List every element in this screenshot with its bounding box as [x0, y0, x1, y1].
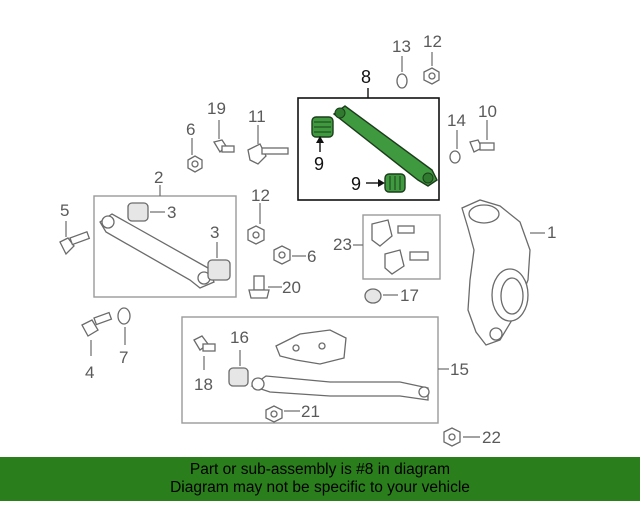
bushing-17	[364, 288, 382, 304]
bracket-23-lower	[384, 249, 429, 275]
callout-6-lower[interactable]: 6	[307, 247, 316, 266]
nut-12-upper	[423, 67, 440, 85]
callout-14[interactable]: 14	[447, 111, 466, 130]
group-box-2	[93, 195, 237, 298]
group-box-8	[297, 97, 440, 201]
callout-3-a[interactable]: 3	[167, 203, 176, 222]
callout-10[interactable]: 10	[478, 102, 497, 121]
knuckle-1	[461, 199, 531, 346]
callout-4[interactable]: 4	[85, 363, 94, 382]
bolt-11	[247, 143, 289, 165]
callout-19[interactable]: 19	[207, 99, 226, 118]
bushing-9-upper[interactable]	[311, 116, 334, 138]
callout-12-upper[interactable]: 12	[423, 32, 442, 51]
callout-15[interactable]: 15	[450, 360, 469, 379]
callout-20[interactable]: 20	[282, 278, 301, 297]
nut-12-lower	[247, 225, 265, 245]
nut-21	[265, 405, 283, 423]
bracket-23-upper	[371, 219, 415, 247]
callout-12-lower[interactable]: 12	[251, 186, 270, 205]
washer-14	[449, 150, 461, 164]
callout-9-lower[interactable]: 9	[351, 174, 361, 194]
callout-11[interactable]: 11	[248, 107, 266, 126]
callout-23[interactable]: 23	[333, 235, 352, 254]
nut-6-lower	[273, 245, 291, 265]
washer-13	[396, 73, 408, 89]
callout-21[interactable]: 21	[301, 402, 320, 421]
bolt-18	[193, 335, 216, 352]
bushing-9-lower[interactable]	[384, 173, 406, 193]
callout-3-b[interactable]: 3	[210, 223, 219, 242]
lateral-link-arm-8[interactable]	[332, 105, 438, 187]
callout-5[interactable]: 5	[60, 201, 69, 220]
nut-22	[443, 427, 461, 447]
bolt-19	[212, 139, 235, 154]
banner-line-2: Diagram may not be specific to your vehi…	[170, 479, 470, 496]
callout-9-upper[interactable]: 9	[314, 154, 324, 174]
washer-7	[117, 307, 131, 325]
callout-18[interactable]: 18	[194, 375, 213, 394]
callout-1[interactable]: 1	[547, 223, 556, 242]
info-banner: Part or sub-assembly is #8 in diagram Di…	[0, 457, 640, 501]
callout-2[interactable]: 2	[154, 168, 163, 187]
banner-line-1: Part or sub-assembly is #8 in diagram	[189, 461, 451, 478]
callout-7[interactable]: 7	[119, 348, 128, 367]
callout-17[interactable]: 17	[400, 286, 419, 305]
group-box-15	[181, 316, 439, 424]
bracket-plate-15	[275, 329, 347, 365]
group-box-23	[362, 214, 441, 280]
callout-6-upper[interactable]: 6	[186, 120, 195, 139]
bolt-4	[81, 311, 113, 337]
bushing-16	[228, 367, 249, 387]
trailing-arm-15	[250, 375, 430, 401]
callout-13[interactable]: 13	[392, 37, 411, 56]
bushing-3-b	[207, 259, 231, 281]
callout-8[interactable]: 8	[361, 67, 371, 87]
bolt-5	[59, 231, 91, 256]
nut-6-upper	[187, 155, 203, 173]
bolt-20	[248, 275, 270, 299]
bolt-10	[469, 139, 495, 153]
bushing-3-a	[127, 202, 149, 222]
control-arm-2	[99, 213, 215, 289]
callout-22[interactable]: 22	[482, 428, 501, 447]
callout-16[interactable]: 16	[230, 328, 249, 347]
